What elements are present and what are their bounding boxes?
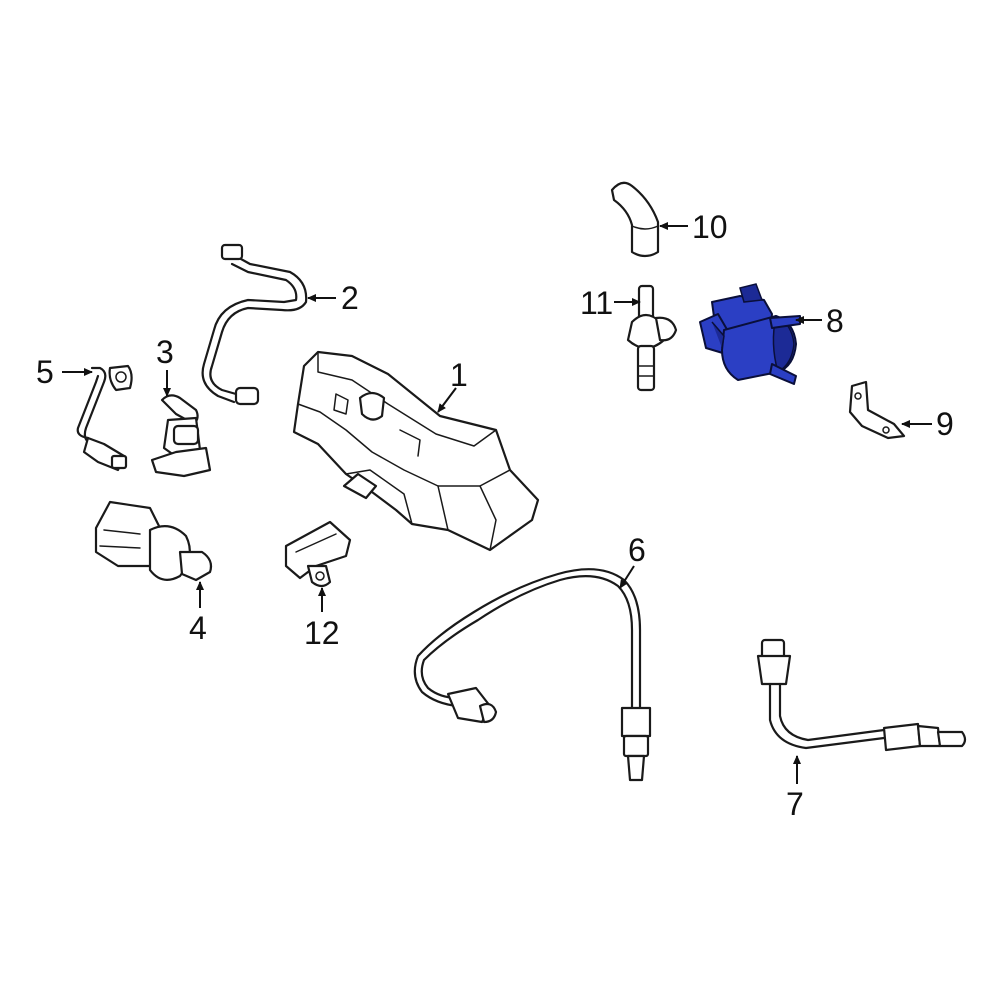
part-2-tube[interactable] bbox=[201, 243, 308, 406]
leader-lines bbox=[62, 222, 932, 784]
part-12-sensor[interactable] bbox=[284, 520, 352, 588]
callout-6: 6 bbox=[628, 532, 646, 568]
part-6-o2-sensor[interactable] bbox=[413, 568, 652, 782]
part-10-hose[interactable] bbox=[610, 181, 660, 258]
callout-11: 11 bbox=[580, 285, 613, 321]
callout-9: 9 bbox=[936, 406, 954, 442]
part-11-filter[interactable] bbox=[626, 284, 678, 392]
callout-labels: 1 2 3 4 5 6 7 8 9 10 11 12 bbox=[36, 209, 954, 822]
callout-5: 5 bbox=[36, 354, 54, 390]
leader-6 bbox=[619, 565, 635, 589]
callout-12: 12 bbox=[304, 615, 340, 651]
part-3-valve[interactable] bbox=[150, 394, 212, 478]
callout-4: 4 bbox=[189, 610, 207, 646]
callout-8: 8 bbox=[826, 303, 844, 339]
part-1-canister[interactable] bbox=[292, 350, 540, 552]
callout-2: 2 bbox=[341, 280, 359, 316]
part-4-solenoid[interactable] bbox=[94, 500, 213, 582]
part-5-sensor[interactable] bbox=[76, 364, 133, 472]
leader-1 bbox=[437, 387, 457, 413]
part-8-purge-valve[interactable] bbox=[699, 283, 801, 385]
callout-10: 10 bbox=[692, 209, 728, 245]
callout-7: 7 bbox=[786, 786, 804, 822]
callout-1: 1 bbox=[450, 357, 468, 393]
part-9-bracket[interactable] bbox=[848, 380, 906, 440]
part-7-o2-sensor[interactable] bbox=[756, 638, 967, 752]
callout-3: 3 bbox=[156, 334, 174, 370]
